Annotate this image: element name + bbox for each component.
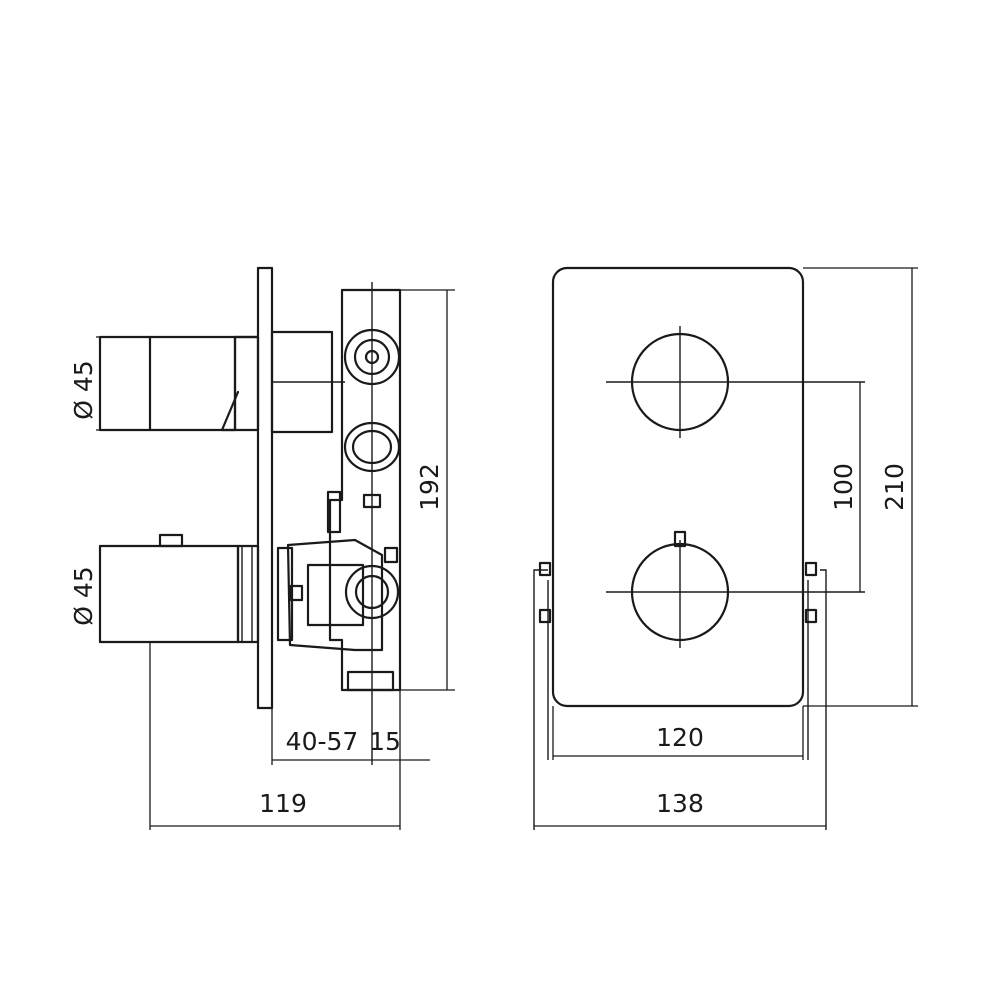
label-dia-upper: Ø 45 bbox=[69, 360, 98, 419]
dim-body-height: 192 bbox=[400, 289, 455, 691]
cover-plate bbox=[551, 266, 805, 708]
lower-knob bbox=[98, 533, 260, 644]
label-plate-height: 210 bbox=[880, 463, 909, 511]
dim-plate-height: 210 bbox=[803, 267, 918, 707]
label-dia-lower: Ø 45 bbox=[69, 566, 98, 625]
dim-total-depth: 119 bbox=[149, 642, 400, 830]
valve-body bbox=[276, 282, 402, 765]
front-upper-knob bbox=[606, 326, 865, 438]
upper-knob bbox=[98, 330, 345, 434]
label-wall-depth: 40-57 bbox=[286, 727, 359, 756]
dim-dia-lower: Ø 45 bbox=[69, 546, 101, 642]
dim-dia-upper: Ø 45 bbox=[69, 336, 101, 431]
label-plate-offset: 15 bbox=[369, 727, 401, 756]
dim-knob-spacing: 100 bbox=[829, 382, 861, 592]
label-body-height: 192 bbox=[415, 463, 444, 511]
label-total-depth: 119 bbox=[259, 789, 307, 818]
front-lower-knob bbox=[606, 530, 865, 648]
front-view: 100 210 120 138 bbox=[533, 266, 918, 830]
side-plate bbox=[256, 266, 274, 710]
dim-plate-width: 120 bbox=[552, 706, 804, 760]
label-plate-width: 120 bbox=[656, 723, 704, 752]
wall-box bbox=[533, 569, 827, 830]
label-overall-width: 138 bbox=[656, 789, 704, 818]
side-view: Ø 45 Ø 45 192 40-57 15 119 bbox=[69, 266, 455, 830]
label-knob-spacing: 100 bbox=[829, 463, 858, 511]
dim-depth: 40-57 15 bbox=[271, 690, 430, 830]
dim-overall-width: 138 bbox=[534, 789, 826, 827]
